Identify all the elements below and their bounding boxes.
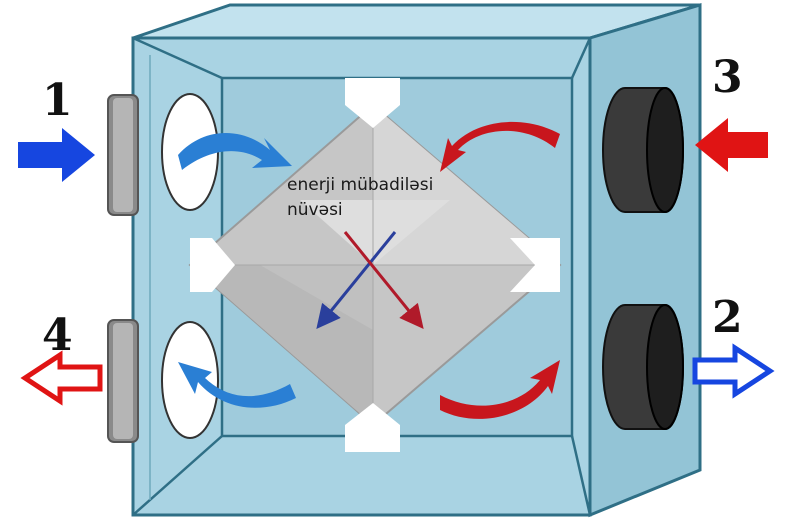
port-1-blue-arrow	[18, 128, 95, 182]
port-label-1: 1	[42, 75, 73, 126]
core-label-line1: enerji mübadiləsi	[287, 175, 433, 195]
blue-curve-arrow-out	[178, 362, 296, 408]
left-port-bottom-flange	[107, 319, 139, 443]
core-red-arrow	[343, 231, 424, 329]
core-label-line2: nüvəsi	[287, 200, 343, 220]
left-port-top-flange	[107, 94, 139, 216]
red-curve-arrow-out	[440, 360, 560, 419]
right-duct-bottom	[602, 304, 684, 430]
port-label-4: 4	[42, 310, 73, 361]
red-curve-arrow-in	[440, 121, 560, 172]
port-label-3: 3	[712, 52, 743, 103]
blue-curve-arrow-in	[178, 132, 292, 170]
port-3-red-arrow	[695, 118, 768, 172]
port-4-red-outline-arrow	[20, 350, 103, 406]
right-duct-top	[602, 87, 684, 213]
port-label-2: 2	[712, 292, 743, 343]
port-2-blue-outline-arrow	[692, 343, 775, 399]
core-blue-arrow	[316, 231, 397, 329]
box-side-face	[588, 2, 702, 518]
